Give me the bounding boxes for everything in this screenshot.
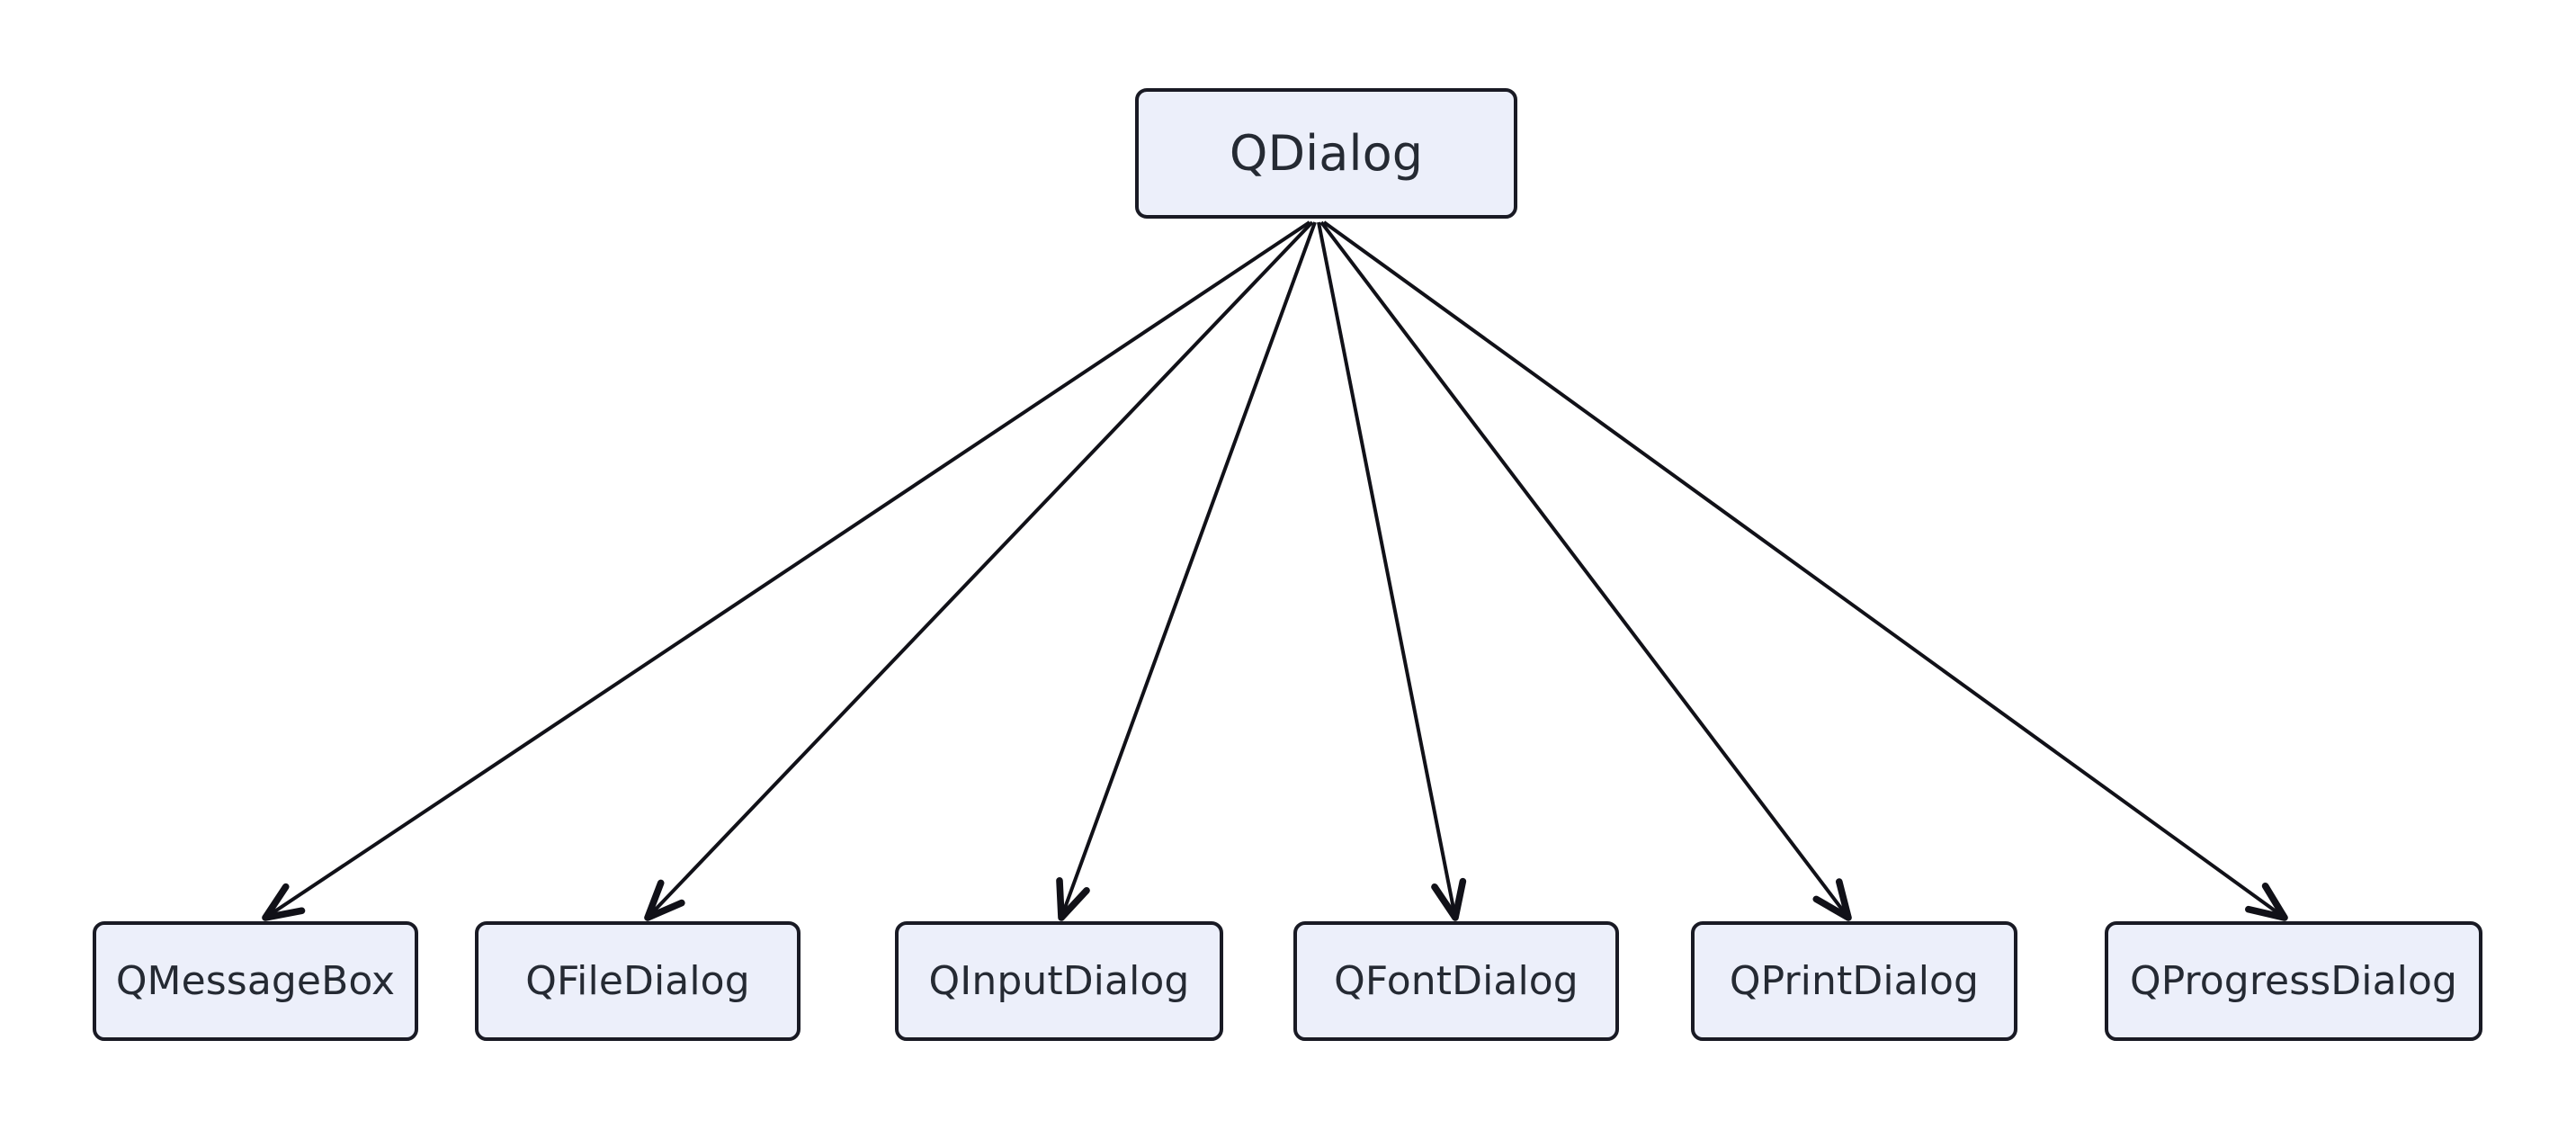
node-qprintdialog-label: QPrintDialog [1729,957,1980,1004]
inheritance-edge [1322,220,2288,921]
inheritance-edge [1317,221,1467,921]
inheritance-edge [644,220,1314,921]
inheritance-edge [1319,220,1852,921]
inheritance-edge [1056,221,1317,921]
node-qmessagebox[interactable]: QMessageBox [93,921,418,1041]
node-qinputdialog[interactable]: QInputDialog [895,921,1223,1041]
node-qinputdialog-label: QInputDialog [928,957,1190,1004]
node-qprogressdialog[interactable]: QProgressDialog [2105,921,2482,1041]
node-qprogressdialog-label: QProgressDialog [2129,957,2458,1004]
node-qfiledialog-label: QFileDialog [525,957,750,1004]
node-qfontdialog[interactable]: QFontDialog [1293,921,1619,1041]
node-qprintdialog[interactable]: QPrintDialog [1691,921,2017,1041]
node-qfiledialog[interactable]: QFileDialog [475,921,801,1041]
node-qmessagebox-label: QMessageBox [115,957,396,1004]
node-qdialog-label: QDialog [1229,124,1424,182]
node-qfontdialog-label: QFontDialog [1334,957,1579,1004]
inheritance-edges [262,220,2288,921]
inheritance-edge [262,220,1311,921]
node-qdialog[interactable]: QDialog [1135,88,1517,219]
